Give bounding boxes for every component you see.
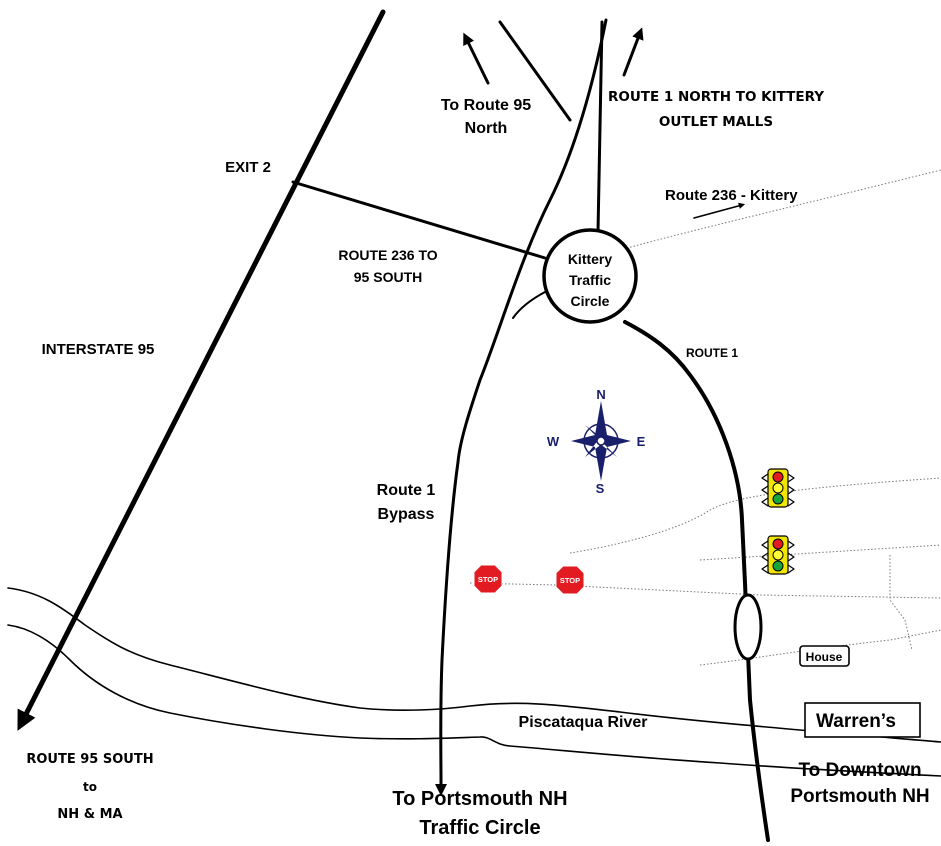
label-portsmouth-2: Traffic Circle (419, 817, 540, 839)
label-route95-south-2: to (83, 780, 97, 794)
label-circle-1: Kittery (568, 251, 613, 267)
label-exit-2: EXIT 2 (225, 159, 271, 176)
label-circle-2: Traffic (569, 272, 611, 288)
house-box (799, 645, 850, 667)
route1-rotary-oval (733, 593, 763, 661)
label-route236-south-2: 95 SOUTH (354, 269, 422, 285)
route-1-road (623, 320, 770, 842)
label-route236-south-1: ROUTE 236 TO (338, 247, 437, 263)
route-1-bypass-road (439, 18, 608, 782)
compass-rose: N S E W (547, 387, 646, 496)
label-route95-south-3: NH & MA (57, 807, 122, 822)
interstate-95-road (17, 9, 386, 731)
label-bypass-1: Route 1 (377, 482, 436, 499)
label-downtown-2: Portsmouth NH (790, 786, 929, 807)
exit-2-road (291, 180, 547, 260)
arrow-to-route95-north (463, 32, 490, 85)
circle-bypass-connector (512, 291, 546, 319)
label-route1-north-1: ROUTE 1 NORTH TO KITTERY (608, 89, 824, 105)
label-route1-north-2: OUTLET MALLS (659, 114, 773, 130)
arrow-route236-kittery (693, 202, 746, 219)
label-bypass-2: Bypass (378, 506, 435, 523)
label-portsmouth-1: To Portsmouth NH (392, 788, 567, 810)
traffic-light-north (761, 468, 795, 508)
route1-north-spur (596, 20, 604, 234)
stop-sign-east: STOP (555, 565, 585, 595)
traffic-light-south (761, 535, 795, 575)
warrens-label: Warren’s (816, 711, 896, 732)
label-to-route95-north-1: To Route 95 (441, 97, 531, 114)
label-piscataqua-river: Piscataqua River (519, 714, 648, 731)
stop-sign-west: STOP (473, 564, 503, 594)
svg-text:STOP: STOP (560, 576, 580, 585)
compass-e-label: E (637, 434, 646, 449)
warrens-box (804, 702, 921, 738)
label-downtown-1: To Downtown (798, 760, 921, 781)
river-bank-north (7, 587, 941, 743)
route95-north-connector (498, 20, 572, 122)
dotted-street-1 (569, 477, 941, 554)
dotted-street-236 (619, 169, 941, 251)
arrow-route1-north (622, 27, 644, 77)
label-route236-kittery: Route 236 - Kittery (665, 187, 798, 204)
kittery-traffic-circle (542, 228, 638, 324)
river-bank-south (7, 624, 941, 777)
label-interstate-95: INTERSTATE 95 (42, 341, 155, 358)
label-to-route95-north-2: North (465, 120, 508, 137)
label-route95-south-1: ROUTE 95 SOUTH (26, 752, 153, 767)
dotted-street-5 (699, 629, 941, 666)
dotted-street-3 (469, 582, 941, 599)
compass-center (596, 436, 606, 446)
svg-text:STOP: STOP (478, 575, 498, 584)
house-label: House (806, 650, 843, 664)
dotted-street-2 (699, 544, 941, 561)
compass-n-label: N (596, 387, 605, 402)
dotted-street-4 (889, 555, 913, 651)
compass-w-label: W (547, 434, 560, 449)
compass-s-label: S (596, 481, 605, 496)
label-circle-3: Circle (571, 293, 610, 309)
label-route-1: ROUTE 1 (686, 346, 738, 360)
